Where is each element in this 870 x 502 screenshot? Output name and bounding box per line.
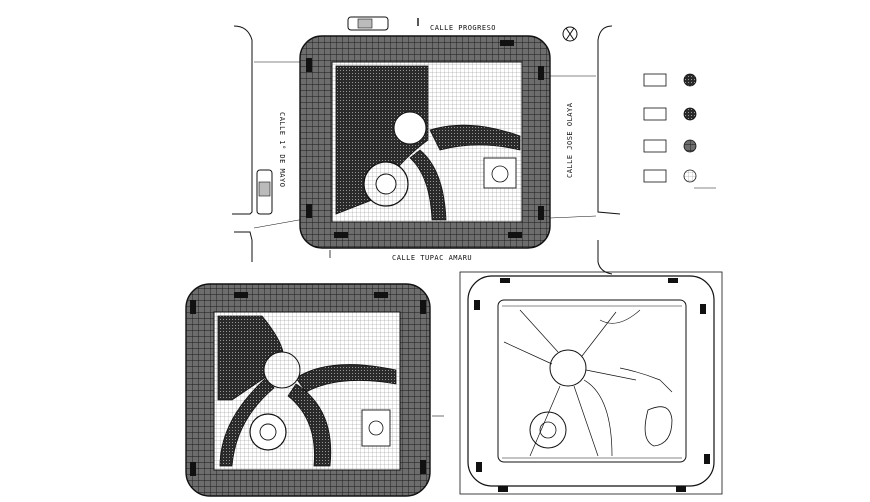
plaza-plan-bottom-left xyxy=(185,283,444,497)
street-label-south: CALLE TUPAC AMARU xyxy=(392,254,472,262)
site-plan-top: CALLE PROGRESO CALLE TUPAC AMARU CALLE 1… xyxy=(232,16,621,275)
legend-swatch xyxy=(643,73,697,87)
central-roundel xyxy=(393,111,427,145)
plaza-outline-bottom-right xyxy=(459,271,723,495)
street-label-east: CALLE JOSE OLAYA xyxy=(566,102,574,178)
legend-swatch xyxy=(643,169,697,183)
east-street-edge xyxy=(597,25,621,215)
car-icon xyxy=(347,16,389,31)
dark-paving-sector-west xyxy=(217,315,285,401)
fountain xyxy=(529,411,567,449)
central-roundel xyxy=(549,349,587,387)
legend-swatch xyxy=(643,107,697,121)
street-label-west: CALLE 1° DE MAYO xyxy=(278,112,286,187)
legend-swatch xyxy=(643,139,697,153)
compass-rose-icon xyxy=(562,26,578,42)
legend xyxy=(643,73,716,189)
central-roundel xyxy=(263,351,301,389)
sheet-frame xyxy=(459,271,723,495)
fountain xyxy=(249,413,287,451)
west-street-edge xyxy=(232,25,253,215)
street-label-north: CALLE PROGRESO xyxy=(430,24,496,32)
car-icon xyxy=(256,169,273,215)
